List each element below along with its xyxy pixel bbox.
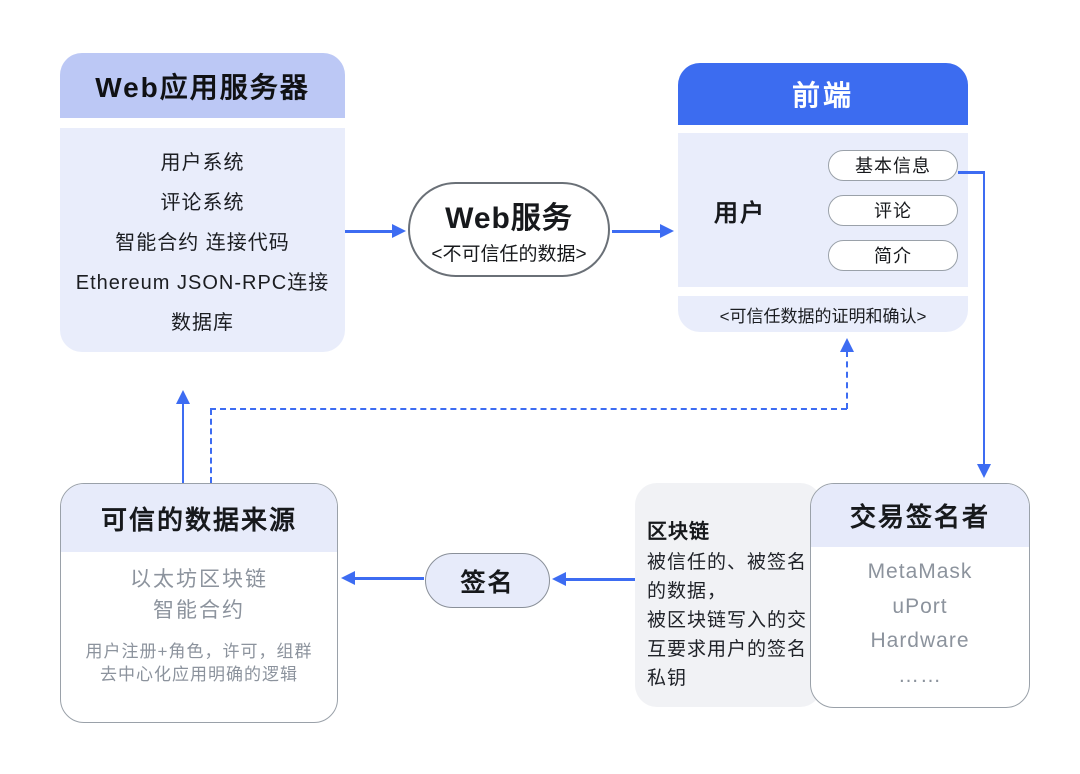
tx-signer-item: Hardware [870, 629, 970, 653]
trusted-source-header: 可信的数据来源 [61, 484, 337, 552]
pill-comments: 评论 [828, 194, 958, 226]
blockchain-line: 被区块链写入的交 [647, 610, 808, 631]
web-server-item: 数据库 [171, 311, 234, 334]
sign-title: 签名 [460, 568, 515, 597]
blockchain-line: 互要求用户的签名 [647, 639, 808, 660]
web-service-subtitle: <不可信任的数据> [431, 244, 587, 265]
frontend-body: 用户 基本信息 评论 简介 [678, 133, 968, 287]
pill-profile: 简介 [828, 239, 958, 271]
web-server-title: Web应用服务器 [95, 71, 310, 103]
trusted-source-item: 智能合约 [153, 599, 245, 622]
arrow-service-to-frontend-head-icon [660, 224, 674, 238]
frontend-footer-text: <可信任数据的证明和确认> [719, 306, 927, 326]
arrow-trusted-to-frontend-dashed-h [210, 408, 847, 410]
arrow-trusted-to-frontend-dashed-v2 [845, 351, 848, 409]
arrow-blockchain-to-sign-head-icon [552, 572, 566, 586]
arrow-service-to-frontend-shaft [612, 230, 661, 233]
frontend-pill-group: 基本信息 评论 简介 [828, 149, 958, 271]
tx-signer-item: MetaMask [867, 560, 973, 584]
blockchain-title: 区块链 [647, 521, 710, 543]
web-server-item: 智能合约 连接代码 [115, 231, 290, 254]
trusted-source-body: 以太坊区块链 智能合约 用户注册+角色，许可，组群 去中心化应用明确的逻辑 [61, 552, 337, 686]
arrow-trusted-to-server-head-icon [176, 390, 190, 404]
tx-signer-item: …… [898, 663, 942, 687]
sign-node: 签名 [425, 553, 550, 608]
arrow-blockchain-to-sign-shaft [565, 578, 635, 581]
tx-signer-body: MetaMask uPort Hardware …… [811, 547, 1029, 707]
blockchain-line: 私钥 [647, 668, 688, 689]
arrow-server-to-service-head-icon [392, 224, 406, 238]
tx-signer-title: 交易签名者 [849, 502, 990, 532]
pill-basic-info: 基本信息 [828, 149, 958, 181]
blockchain-line: 的数据， [647, 581, 728, 602]
trusted-source-note: 去中心化应用明确的逻辑 [100, 665, 298, 684]
web-server-header: Web应用服务器 [60, 53, 345, 118]
frontend-user-label: 用户 [714, 199, 766, 227]
frontend-header: 前端 [678, 63, 968, 125]
trusted-source-box: 可信的数据来源 以太坊区块链 智能合约 用户注册+角色，许可，组群 去中心化应用… [60, 483, 338, 723]
blockchain-line: 被信任的、被签名 [647, 552, 808, 573]
web-server-item: Ethereum JSON-RPC连接 [75, 271, 330, 294]
arrow-frontend-to-signer-head-icon [977, 464, 991, 478]
arrow-server-to-service-shaft [345, 230, 393, 233]
frontend-title: 前端 [791, 80, 854, 111]
tx-signer-item: uPort [892, 594, 948, 618]
tx-signer-header: 交易签名者 [811, 484, 1029, 547]
web-service-title: Web服务 [445, 202, 573, 235]
trusted-source-item: 以太坊区块链 [130, 568, 268, 591]
web-server-body: 用户系统 评论系统 智能合约 连接代码 Ethereum JSON-RPC连接 … [60, 128, 345, 352]
arrow-trusted-to-server-shaft [181, 402, 184, 483]
web-server-item: 评论系统 [160, 191, 245, 214]
arrow-trusted-to-frontend-dashed-v1 [210, 409, 212, 483]
blockchain-panel: 区块链 被信任的、被签名 的数据， 被区块链写入的交 互要求用户的签名 私钥 [635, 483, 822, 707]
arrow-trusted-to-frontend-head-icon [840, 338, 854, 352]
arrow-frontend-to-signer-v [982, 171, 985, 466]
web-service-node: Web服务 <不可信任的数据> [408, 182, 610, 277]
frontend-footer-strip: <可信任数据的证明和确认> [678, 296, 968, 332]
tx-signer-box: 交易签名者 MetaMask uPort Hardware …… [810, 483, 1030, 708]
web-server-item: 用户系统 [160, 151, 245, 174]
arrow-sign-to-trusted-shaft [354, 577, 424, 580]
arrow-sign-to-trusted-head-icon [341, 571, 355, 585]
arrow-frontend-to-signer-h [958, 171, 985, 174]
trusted-source-title: 可信的数据来源 [100, 504, 297, 535]
trusted-source-note: 用户注册+角色，许可，组群 [85, 642, 313, 661]
